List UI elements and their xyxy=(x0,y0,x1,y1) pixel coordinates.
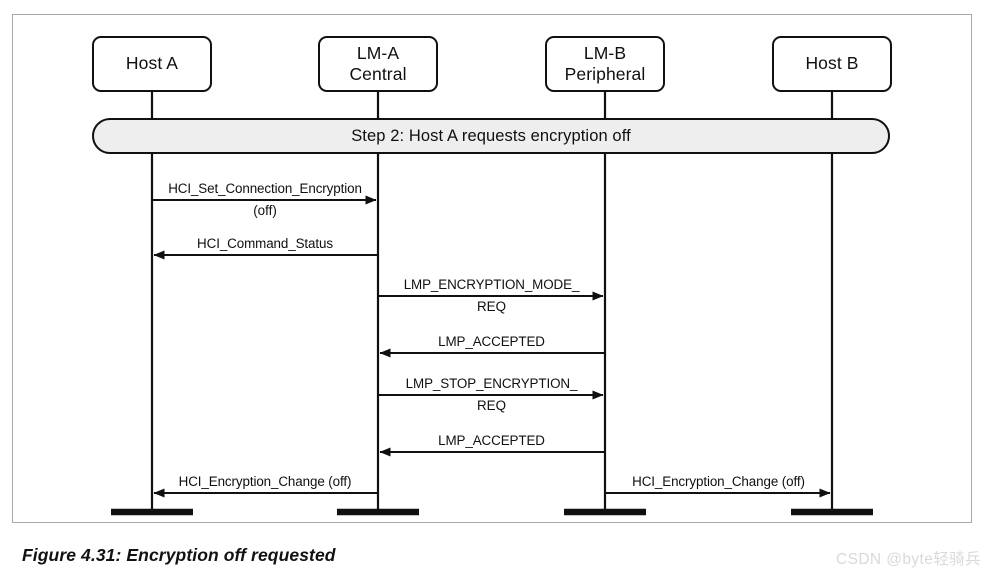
lifeline-label-primary: LM-A xyxy=(356,42,400,63)
lifeline-label-primary: Host A xyxy=(125,53,179,74)
lifeline-label-secondary: Peripheral xyxy=(564,64,646,84)
message-label-lmp-accepted-2: LMP_ACCEPTED xyxy=(438,433,545,448)
step-banner-label: Step 2: Host A requests encryption off xyxy=(351,126,631,145)
lifeline-label-secondary: Central xyxy=(349,64,407,84)
message-sublabel-lmp-stop-encryption-req: REQ xyxy=(476,398,507,413)
message-label-lmp-stop-encryption-req: LMP_STOP_ENCRYPTION_ xyxy=(405,376,578,391)
message-label-hci-encryption-change-a: HCI_Encryption_Change (off) xyxy=(178,474,352,489)
page-frame xyxy=(12,14,972,523)
step-banner: Step 2: Host A requests encryption off xyxy=(92,118,890,154)
message-label-lmp-accepted-1: LMP_ACCEPTED xyxy=(438,334,545,349)
figure-caption: Figure 4.31: Encryption off requested xyxy=(22,545,336,565)
message-label-hci-command-status: HCI_Command_Status xyxy=(197,236,333,251)
watermark: CSDN @byte轻骑兵 xyxy=(836,551,981,568)
message-sublabel-lmp-encryption-mode-req: REQ xyxy=(476,299,507,314)
lifeline-label-primary: LM-B xyxy=(583,42,627,63)
message-arrows xyxy=(153,195,831,498)
lifeline-lines xyxy=(111,92,873,516)
message-label-hci-encryption-change-b: HCI_Encryption_Change (off) xyxy=(632,474,805,489)
message-label-lmp-encryption-mode-req: LMP_ENCRYPTION_MODE_ xyxy=(403,277,580,292)
message-sublabel-hci-set-connection-encryption: (off) xyxy=(253,203,277,218)
lifeline-box-host-b[interactable]: Host B xyxy=(772,36,892,92)
lifeline-box-host-a[interactable]: Host A xyxy=(92,36,212,92)
message-label-hci-set-connection-encryption: HCI_Set_Connection_Encryption xyxy=(168,181,362,196)
lifeline-label-primary: Host B xyxy=(805,53,859,74)
